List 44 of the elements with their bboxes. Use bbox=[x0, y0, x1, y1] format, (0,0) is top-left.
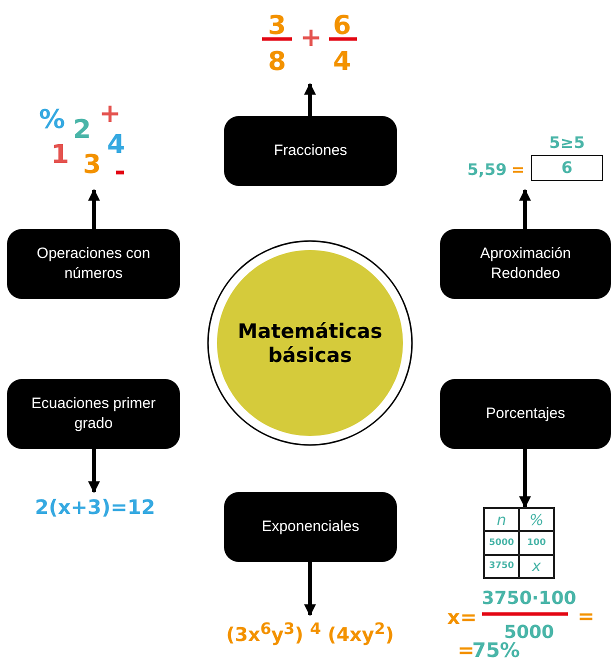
answer-box: 6 bbox=[531, 155, 603, 181]
math-expression: (3x$^{6}$y$^{3}$) $^{4}$ (4xy$^{2}$) bbox=[226, 620, 394, 646]
math-expression: = bbox=[578, 606, 594, 626]
math-expression: = bbox=[511, 162, 525, 178]
table-cell: % bbox=[519, 508, 554, 532]
arrow bbox=[304, 562, 316, 616]
math-expression: 5000 bbox=[504, 624, 554, 642]
table-cell: x bbox=[519, 554, 554, 578]
math-expression: 5≥5 bbox=[549, 135, 585, 151]
math-expression: = bbox=[458, 640, 474, 660]
math-expression: 2 bbox=[72, 117, 92, 143]
math-expression: 8 bbox=[268, 49, 286, 75]
arrow bbox=[519, 449, 531, 508]
arrow bbox=[304, 82, 316, 116]
math-expression: - bbox=[114, 159, 126, 185]
math-expression: 3 bbox=[268, 13, 286, 39]
math-expression: + bbox=[99, 101, 121, 127]
topic-box: Ecuaciones primer grado bbox=[7, 379, 180, 449]
arrow bbox=[88, 188, 100, 229]
math-expression: 75% bbox=[472, 640, 520, 660]
topic-box: Porcentajes bbox=[440, 379, 611, 449]
central-circle: Matemáticas básicas bbox=[207, 240, 413, 446]
topic-box: Operaciones con números bbox=[7, 229, 180, 299]
math-expression: + bbox=[300, 25, 322, 51]
math-expression: x= bbox=[447, 607, 477, 627]
math-expression: 6 bbox=[332, 13, 352, 39]
math-expression: 5,59 bbox=[467, 162, 507, 178]
math-expression: 4 bbox=[106, 132, 126, 158]
proportion-table bbox=[483, 507, 555, 579]
math-expression: 3750·100 bbox=[482, 590, 576, 608]
table-cell: 3750 bbox=[484, 554, 519, 578]
table-cell: 5000 bbox=[484, 531, 519, 555]
math-expression: 1 bbox=[50, 142, 70, 168]
math-expression: 3 bbox=[82, 152, 102, 178]
math-expression: 2(x+3)=12 bbox=[34, 497, 156, 517]
topic-box: Aproximación Redondeo bbox=[440, 229, 611, 299]
math-expression: % bbox=[38, 107, 66, 133]
table-cell: 100 bbox=[519, 531, 554, 555]
math-expression: 4 bbox=[332, 49, 352, 75]
topic-box: Exponenciales bbox=[224, 492, 397, 562]
arrow bbox=[88, 449, 100, 494]
table-cell: n bbox=[484, 508, 519, 532]
arrow bbox=[519, 188, 531, 229]
topic-box: Fracciones bbox=[224, 116, 397, 186]
